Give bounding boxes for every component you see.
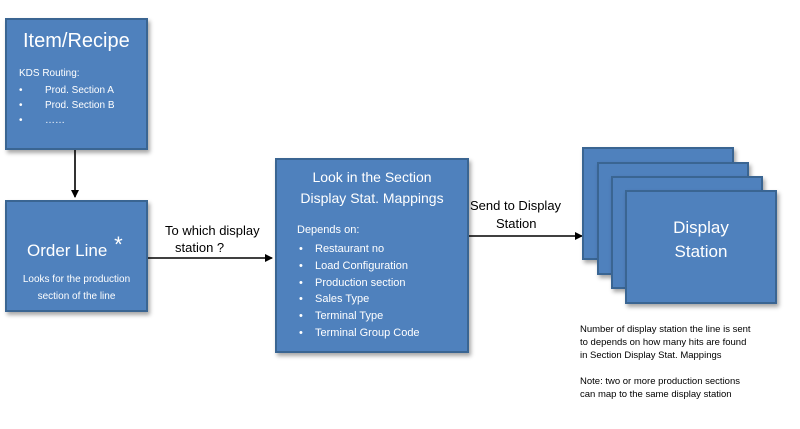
asterisk-mark: * [114, 232, 123, 257]
display-station-line1: Display [673, 218, 729, 237]
note-line: Number of display station the line is se… [580, 324, 751, 335]
arrow2-label-line2: Station [496, 216, 537, 231]
note-line: in Section Display Stat. Mappings [580, 350, 722, 361]
note-block: Number of display station the line is se… [580, 323, 751, 401]
display-station-box: Display Station [625, 190, 777, 304]
depends-item: Sales Type [297, 291, 420, 308]
item-recipe-box: Item/Recipe KDS Routing: Prod. Section A… [5, 18, 148, 150]
section-title-line2: Display Stat. Mappings [300, 190, 444, 206]
section-title-line1: Look in the Section [312, 169, 432, 185]
depends-item: Terminal Group Code [297, 325, 420, 342]
order-line-box: Order Line * Looks for the production se… [5, 200, 148, 312]
item-recipe-title: Item/Recipe [23, 30, 130, 52]
routing-item: …… [17, 113, 114, 128]
note-line: Note: two or more production sections [580, 376, 740, 387]
depends-item: Restaurant no [297, 241, 420, 258]
depends-item: Production section [297, 275, 420, 292]
routing-item: Prod. Section A [17, 83, 114, 98]
depends-item: Load Configuration [297, 258, 420, 275]
depends-item: Terminal Type [297, 308, 420, 325]
order-line-desc-1: Looks for the production [22, 274, 131, 285]
arrow1-label-line2: station ? [175, 240, 225, 255]
order-line-desc-2: section of the line [37, 291, 116, 302]
depends-on-list: Restaurant no Load Configuration Product… [297, 241, 420, 342]
order-line-label: Order Line [27, 241, 108, 260]
note-line: can map to the same display station [580, 389, 732, 400]
kds-routing-label: KDS Routing: [19, 68, 80, 79]
order-line-title: Order Line * [27, 232, 123, 262]
depends-on-label: Depends on: [297, 224, 360, 236]
note-line: to depends on how many hits are found [580, 337, 747, 348]
section-mappings-box: Look in the Section Display Stat. Mappin… [275, 158, 469, 353]
arrow1-label-line1: To which display [165, 223, 260, 238]
routing-list: Prod. Section A Prod. Section B …… [17, 83, 114, 128]
arrow2-label-line1: Send to Display [470, 198, 562, 213]
display-station-line2: Station [674, 242, 728, 261]
routing-item: Prod. Section B [17, 98, 114, 113]
